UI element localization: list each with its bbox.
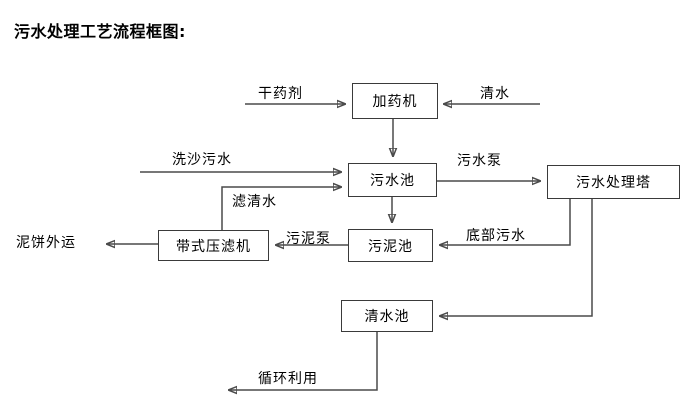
node-treatment-tower[interactable]: 污水处理塔: [547, 165, 680, 199]
edge-tower-to-clear-water-pool: [440, 199, 593, 316]
node-sludge-pool[interactable]: 污泥池: [348, 229, 433, 262]
terminal-label-mud-cake-out: 泥饼外运: [16, 235, 76, 251]
node-treatment-tower-label: 污水处理塔: [576, 175, 651, 191]
edge-clear-water-to-recycle: [229, 332, 378, 390]
edge-label-sewage-pump: 污水泵: [457, 153, 502, 169]
edge-label-bottom-sewage: 底部污水: [466, 228, 526, 244]
edge-label-clean-water: 清水: [480, 86, 510, 102]
node-clear-water-pool[interactable]: 清水池: [341, 300, 433, 332]
node-sewage-pool-label: 污水池: [370, 173, 415, 189]
edge-filtered-water-to-sewage-pool: [221, 187, 341, 230]
node-belt-filter-press-label: 带式压滤机: [176, 238, 251, 255]
page-title: 污水处理工艺流程框图:: [14, 22, 186, 41]
edge-label-sludge-pump: 污泥泵: [286, 231, 331, 247]
edge-label-sand-wash-sewage: 洗沙污水: [172, 152, 232, 168]
edge-label-recycle-reuse: 循环利用: [258, 371, 318, 387]
edge-label-filtered-water: 滤清水: [232, 194, 277, 210]
node-sewage-pool[interactable]: 污水池: [348, 163, 437, 197]
node-dosing-machine[interactable]: 加药机: [352, 83, 438, 119]
edge-label-dry-chemical: 干药剂: [258, 86, 303, 102]
edge-tower-to-sludge-pool: [440, 199, 571, 245]
node-clear-water-pool-label: 清水池: [364, 309, 410, 325]
node-dosing-machine-label: 加药机: [372, 94, 418, 110]
node-belt-filter-press[interactable]: 带式压滤机: [158, 230, 269, 261]
node-sludge-pool-label: 污泥池: [368, 238, 413, 255]
